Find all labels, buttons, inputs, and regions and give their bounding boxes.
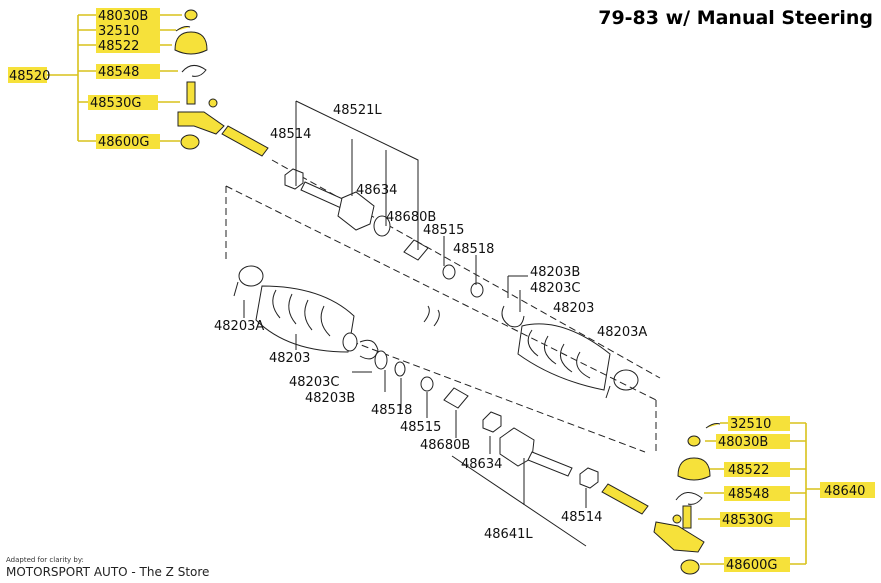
dust-boot-icon <box>174 31 208 55</box>
left-callout-group: 48520 48030B 32510 48522 48548 48530G 48… <box>8 8 182 150</box>
label-boot-upper: 48203 <box>553 301 594 316</box>
label-inner-socket-upper: 48634 <box>356 183 397 198</box>
credit-line-1: Adapted for clarity by: <box>6 556 84 564</box>
lower-inner-rod-icon <box>527 451 573 477</box>
adjusting-sleeve-icon <box>601 483 649 515</box>
snap-ring-icon <box>675 492 703 505</box>
ball-stud-icon <box>682 505 692 529</box>
assembly-label-bg-48520 <box>8 67 47 83</box>
part-label-32510: 32510 <box>98 24 139 39</box>
lower-nut-icon <box>579 467 599 489</box>
credit-line-2: MOTORSPORT AUTO - The Z Store <box>6 565 209 579</box>
part-label-48600G-right: 48600G <box>726 558 777 573</box>
label-clamp-c-upper: 48203C <box>530 281 580 296</box>
lower-clamp-b-icon <box>374 350 388 370</box>
nut-icon <box>180 134 200 150</box>
upper-boot-icon <box>517 323 611 391</box>
ball-stud-icon <box>186 81 196 105</box>
label-nut-upper: 48514 <box>270 127 311 142</box>
label-inner-socket-lower: 48634 <box>461 457 502 472</box>
lower-rack-assembly <box>233 265 599 489</box>
part-label-48030B-right: 48030B <box>718 435 768 450</box>
part-label-48530G: 48530G <box>90 96 141 111</box>
lower-band-icon <box>238 265 264 287</box>
lower-labels: 48203A 48203 48203C 48203B 48518 48515 4… <box>214 319 602 542</box>
label-spacer-lower: 48515 <box>400 420 441 435</box>
tie-rod-end-body-icon <box>177 111 225 135</box>
label-socket-assy-lower: 48641L <box>484 527 533 542</box>
cotter-pin-icon <box>705 423 721 429</box>
label-nut-lower: 48514 <box>561 510 602 525</box>
label-spring-upper: 48518 <box>453 242 494 257</box>
snap-ring-icon <box>181 65 207 77</box>
right-callout-group: 32510 48030B 48522 48548 48530G 48600G 4… <box>698 416 875 573</box>
label-washer-lower: 48680B <box>420 438 470 453</box>
upper-clamp-icon <box>501 305 525 328</box>
part-label-48548: 48548 <box>98 65 139 80</box>
left-tie-rod-end-parts <box>174 9 269 157</box>
lower-lock-nut-icon <box>482 411 502 433</box>
label-clamp-b-upper: 48203B <box>530 265 580 280</box>
lower-spring-icon <box>394 361 406 377</box>
upper-spacer-icon <box>442 264 456 280</box>
part-label-48522: 48522 <box>98 39 139 54</box>
part-label-48548-right: 48548 <box>728 487 769 502</box>
upper-nut-icon <box>284 168 304 190</box>
lower-boot-icon <box>255 285 355 353</box>
castle-nut-icon <box>184 9 198 21</box>
dust-boot-icon <box>677 457 711 481</box>
rack-bracket <box>225 185 657 455</box>
grease-fitting-icon <box>208 98 218 108</box>
upper-washer-icon <box>403 239 429 261</box>
assembly-label-bg-48640 <box>820 482 875 498</box>
adjusting-sleeve-icon <box>221 125 269 157</box>
lower-spacer-icon <box>420 376 434 392</box>
part-label-48522-right: 48522 <box>728 463 769 478</box>
lower-leader-lines <box>243 300 587 547</box>
label-spacer-upper: 48515 <box>423 223 464 238</box>
label-boot-lower: 48203 <box>269 351 310 366</box>
assembly-label-48640: 48640 <box>824 484 865 499</box>
label-washer-upper: 48680B <box>386 210 436 225</box>
upper-band-icon <box>613 369 639 391</box>
label-socket-assy-upper: 48521L <box>333 103 382 118</box>
cotter-pin-icon <box>175 26 191 32</box>
lower-lock-ring-icon <box>342 332 358 352</box>
upper-boot-folds <box>527 329 591 379</box>
upper-leader-lines <box>295 100 528 312</box>
castle-nut-icon <box>687 435 701 447</box>
assembly-label-48520: 48520 <box>9 69 50 84</box>
label-band-upper: 48203A <box>597 325 647 340</box>
part-label-48530G-right: 48530G <box>722 513 773 528</box>
upper-inner-socket-icon <box>337 191 375 231</box>
upper-inner-rod-icon <box>300 181 346 209</box>
upper-spring-icon <box>470 282 484 298</box>
label-clamp-b-lower: 48203B <box>305 391 355 406</box>
lower-washer-icon <box>443 387 469 409</box>
part-label-48600G: 48600G <box>98 135 149 150</box>
grease-fitting-icon <box>672 514 682 524</box>
diagram-title: 79-83 w/ Manual Steering <box>598 7 873 29</box>
part-label-32510-right: 32510 <box>730 417 771 432</box>
label-band-lower: 48203A <box>214 319 264 334</box>
label-clamp-c-lower: 48203C <box>289 375 339 390</box>
upper-labels: 48521L 48514 48634 48680B 48515 48518 48… <box>270 103 647 340</box>
label-spring-lower: 48518 <box>371 403 412 418</box>
upper-rack-assembly <box>271 159 661 399</box>
lower-boot-folds <box>272 289 331 337</box>
lower-clamp-c-icon <box>359 339 379 360</box>
part-label-48030B: 48030B <box>98 9 148 24</box>
tie-rod-end-body-icon <box>653 521 705 553</box>
nut-icon <box>680 559 700 575</box>
right-tie-rod-end-parts <box>601 423 721 575</box>
